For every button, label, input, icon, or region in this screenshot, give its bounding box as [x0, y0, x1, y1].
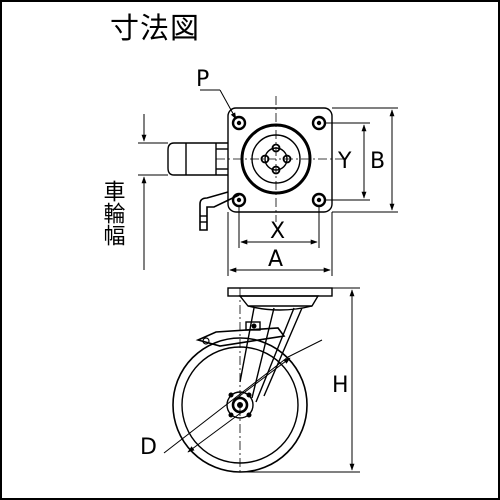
- side-top-plate: [227, 287, 333, 297]
- dim-b: [332, 107, 398, 213]
- dim-y: [324, 122, 370, 201]
- dim-x: [238, 206, 320, 248]
- wheel-tread: [172, 337, 308, 473]
- wheel-hub-ring: [226, 391, 254, 419]
- wheel-rim: [181, 346, 299, 464]
- dim-h: [242, 287, 360, 473]
- dim-d: [163, 339, 323, 454]
- label-h: H: [332, 373, 349, 398]
- wheel-top-outline: [167, 142, 228, 176]
- side-view: [172, 287, 333, 473]
- axle-nut: [231, 396, 249, 414]
- swivel-head: [238, 295, 320, 311]
- dim-a: [227, 212, 333, 276]
- label-x: X: [270, 219, 285, 244]
- label-d: D: [140, 435, 157, 460]
- label-y: Y: [337, 149, 352, 174]
- label-p: P: [196, 67, 209, 92]
- center-lines: [216, 96, 344, 472]
- page-title: 寸法図: [110, 11, 201, 45]
- bolt-hole: [231, 115, 247, 131]
- p-leader: [200, 89, 237, 120]
- side-brake: [195, 327, 286, 347]
- label-a: A: [268, 247, 283, 272]
- top-view: [167, 107, 333, 231]
- dim-wheel-width: [138, 114, 168, 270]
- label-wheel-width: 車輪幅: [100, 180, 126, 246]
- fork: [239, 307, 303, 403]
- label-b: B: [370, 149, 385, 174]
- mounting-plate: [227, 107, 333, 213]
